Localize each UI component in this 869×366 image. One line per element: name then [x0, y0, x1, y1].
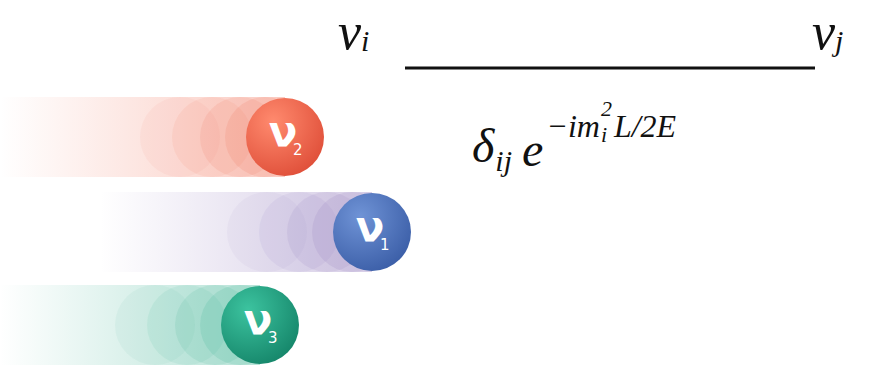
- exponent: L/2E: [614, 110, 676, 142]
- neutrino-ball: ν3: [220, 285, 300, 365]
- particle-symbol: ν: [220, 299, 296, 341]
- particle-index: 2: [293, 143, 303, 158]
- neutrino-ball: ν2: [245, 97, 325, 177]
- subscript: i: [601, 124, 607, 146]
- particle-symbol: ν: [245, 111, 321, 153]
- subscript: ij: [495, 146, 512, 176]
- superscript: 2: [601, 98, 612, 120]
- particle-index: 1: [380, 238, 390, 253]
- particle-symbol: ν: [338, 6, 361, 58]
- subscript: j: [835, 26, 843, 56]
- propagator-line: [405, 67, 815, 70]
- particle-symbol: ν: [812, 6, 835, 58]
- formula-symbol: δ: [472, 122, 494, 170]
- exponent: −im: [546, 110, 600, 142]
- particle-index: 3: [268, 331, 278, 346]
- neutrino-ball: ν1: [332, 192, 412, 272]
- formula-symbol: e: [522, 126, 543, 174]
- particle-symbol: ν: [332, 206, 408, 248]
- subscript: i: [361, 26, 369, 56]
